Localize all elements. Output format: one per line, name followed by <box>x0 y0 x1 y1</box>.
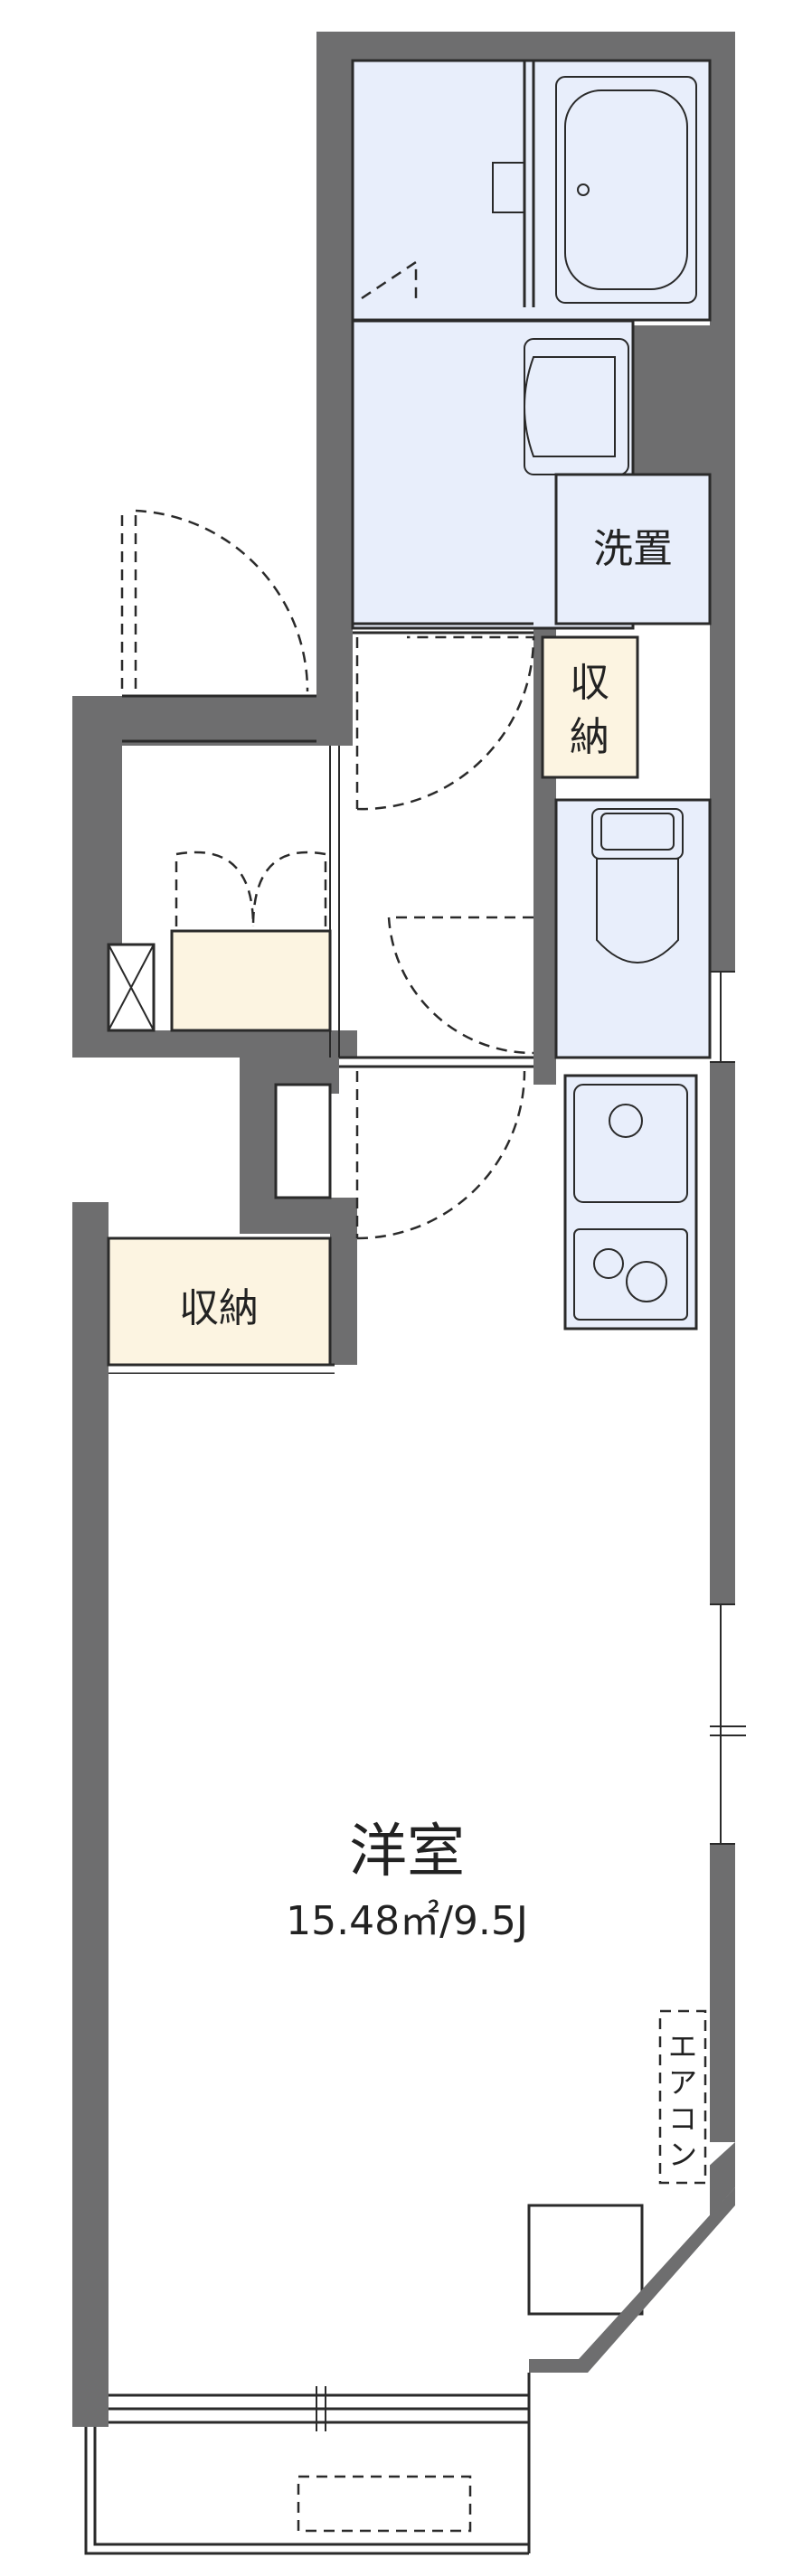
closet-upper: 収 納 <box>541 635 639 779</box>
column-box <box>527 2204 644 2316</box>
closet-lower-label: 収納 <box>179 1285 259 1331</box>
toilet-room <box>554 798 712 1059</box>
closet-upper-label-2: 納 <box>570 714 609 760</box>
aircon-char-4: ン <box>668 2138 697 2172</box>
closet-upper-label-1: 収 <box>570 660 609 706</box>
entrance <box>107 509 340 1058</box>
main-room-label: 洋室 <box>349 1819 465 1885</box>
washroom-label: 洗置 <box>593 526 673 572</box>
kitchen <box>563 1074 698 1330</box>
aircon-char-2: ア <box>668 2065 697 2100</box>
aircon-char-3: コ <box>668 2101 697 2136</box>
door-swing-main <box>355 1070 526 1240</box>
walls <box>72 32 735 2395</box>
aircon: エ ア コ ン <box>658 2009 707 2185</box>
balcony <box>84 2187 735 2555</box>
main-room-size: 15.48㎡/9.5J <box>286 1898 528 1944</box>
door-swing-wash <box>355 635 535 811</box>
door-swing-toilet <box>387 916 534 1055</box>
wash-room: 洗置 <box>351 319 712 630</box>
bathroom <box>351 59 712 322</box>
aircon-char-1: エ <box>668 2029 697 2064</box>
